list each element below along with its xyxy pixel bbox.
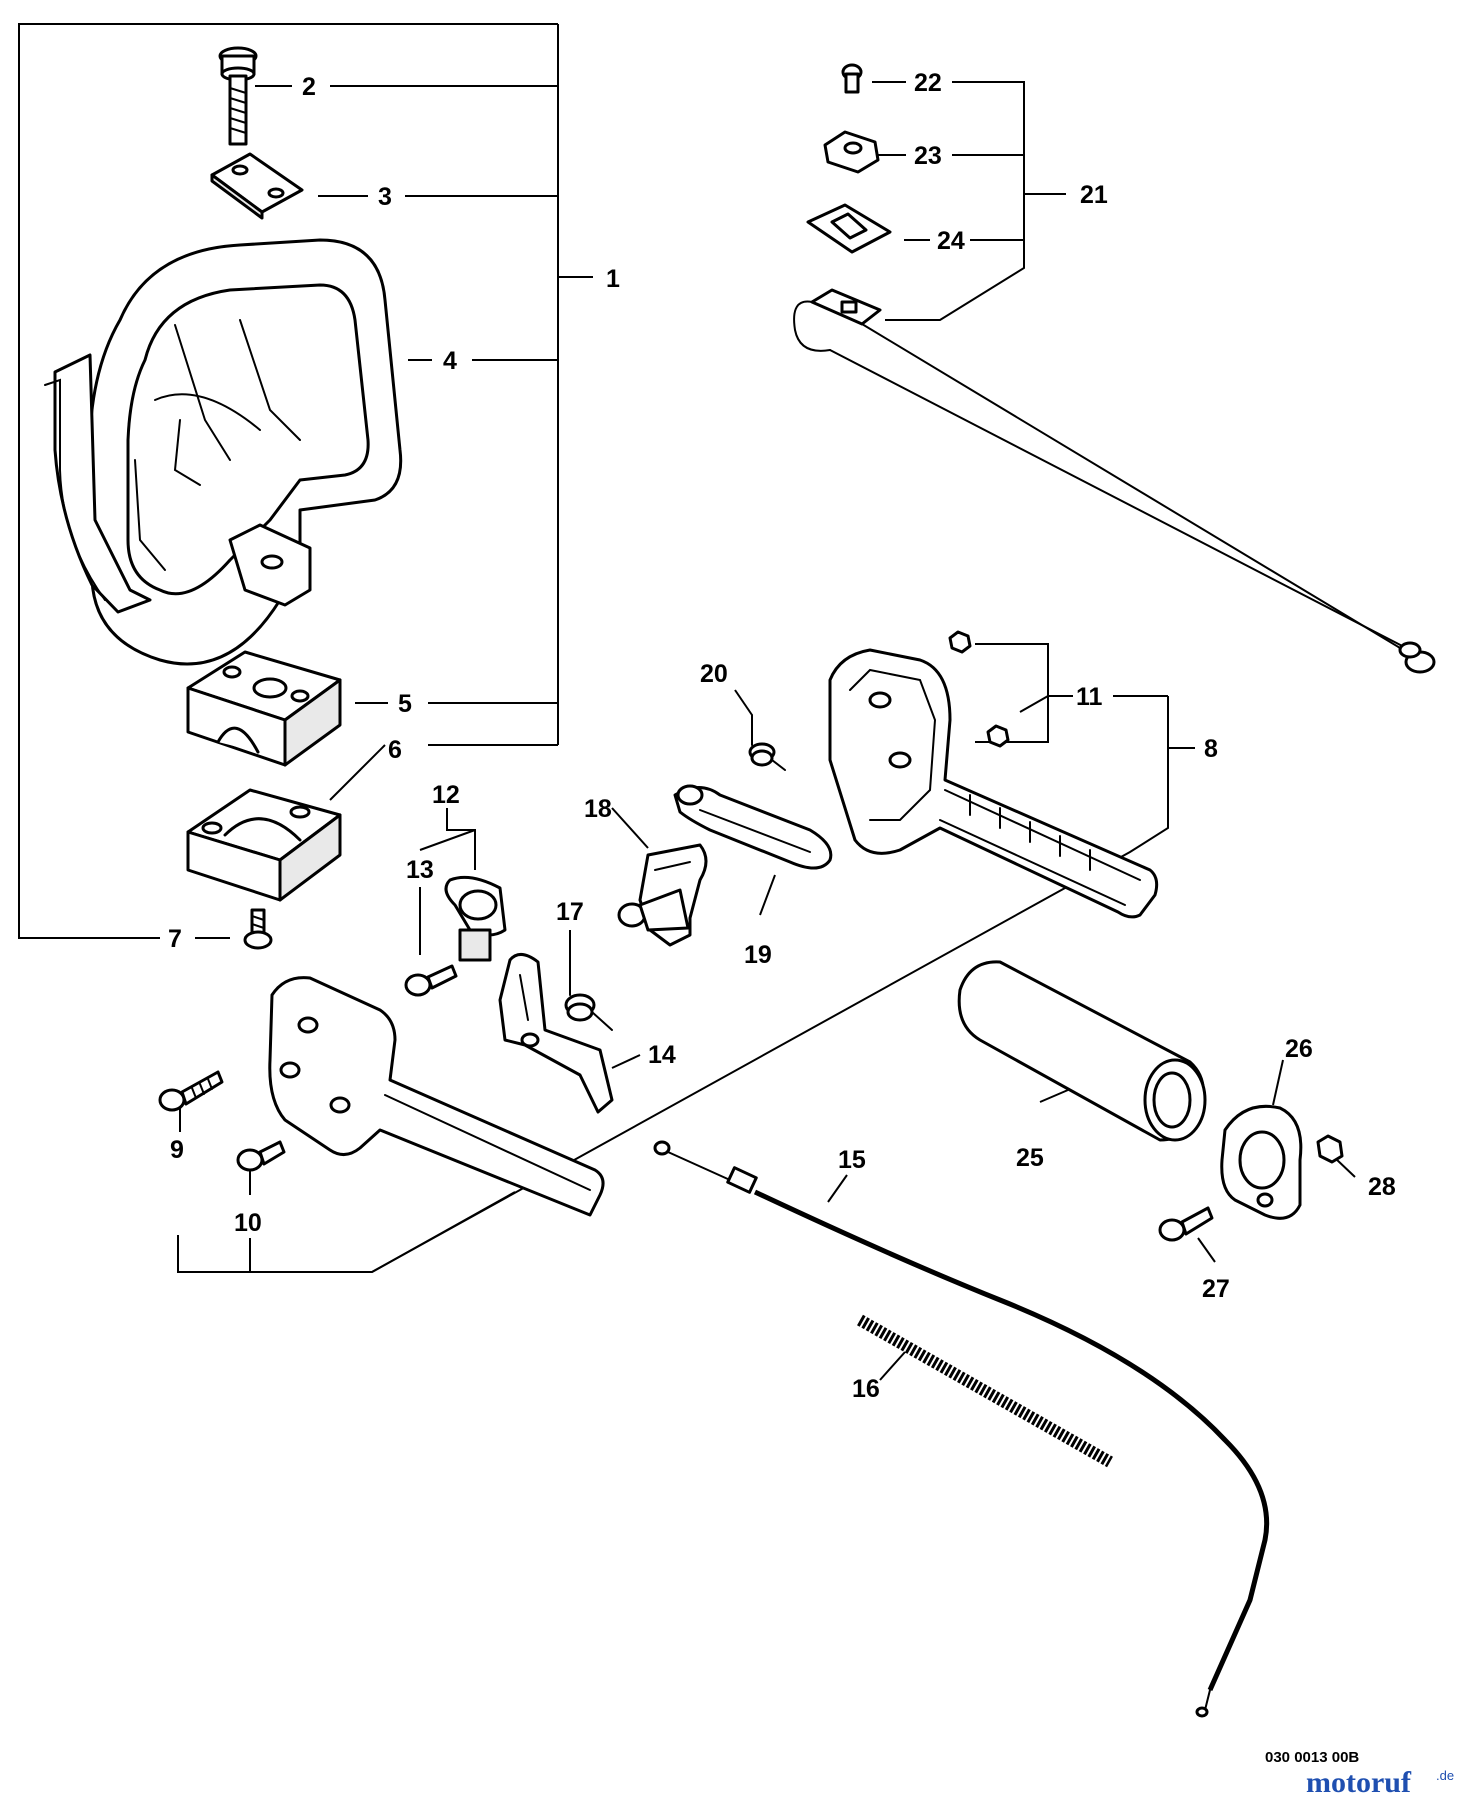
screw-part-22	[841, 63, 863, 94]
gasket-part-24	[806, 203, 892, 254]
front-handle-part-4	[44, 238, 403, 666]
trigger-part-14	[498, 953, 614, 1114]
callout-28: 28	[1368, 1173, 1396, 1201]
spring-part-20	[748, 714, 786, 771]
callout-10: 10	[234, 1209, 262, 1237]
callout-4: 4	[443, 347, 457, 375]
lever-part-19	[673, 784, 833, 870]
callout-13: 13	[406, 856, 434, 884]
callout-5: 5	[398, 690, 412, 718]
callout-22: 22	[914, 69, 942, 97]
ring-part-26	[1220, 1104, 1303, 1220]
callout-26: 26	[1285, 1035, 1313, 1063]
lockout-part-18	[617, 843, 708, 947]
bolt-part-2	[218, 46, 258, 146]
watermark-tld: .de	[1436, 1768, 1454, 1783]
callout-8: 8	[1204, 735, 1218, 763]
callout-25: 25	[1016, 1144, 1044, 1172]
bolt-part-7	[243, 908, 273, 950]
plate-part-3	[210, 152, 304, 220]
callout-3: 3	[378, 183, 392, 211]
callout-15: 15	[838, 1146, 866, 1174]
watermark-logo: motoruf .de	[1306, 1766, 1454, 1799]
switch-cover-part-23	[823, 130, 880, 174]
callout-7: 7	[168, 925, 182, 953]
bolt-part-13	[404, 964, 458, 997]
coil-spring-part-16	[857, 1314, 1113, 1468]
callout-21: 21	[1080, 181, 1108, 209]
rear-handle-part-8	[828, 648, 1159, 919]
callout-12: 12	[432, 781, 460, 809]
callout-17: 17	[556, 898, 584, 926]
bolt-part-10	[236, 1140, 286, 1172]
clamp-upper-part-5	[186, 650, 342, 767]
callout-16: 16	[852, 1375, 880, 1403]
clamp-lower-part-6	[186, 788, 342, 902]
grip-part-25	[957, 960, 1207, 1142]
callout-24: 24	[937, 227, 965, 255]
callout-1: 1	[606, 265, 620, 293]
callout-labels: 1 2 3 4 5 6 7 8 9 10 11 12 13 14 15 16 1…	[168, 69, 1396, 1403]
drawing-code: 030 0013 00B	[1265, 1749, 1359, 1766]
watermark-brand: motoruf	[1306, 1766, 1412, 1799]
switch-wire-part-21	[793, 288, 1436, 674]
bolt-part-9	[158, 1070, 224, 1112]
callout-14: 14	[648, 1041, 676, 1069]
throttle-cable-part-15	[653, 1140, 1270, 1718]
leader-lines	[18, 23, 1356, 1381]
callout-23: 23	[914, 142, 942, 170]
callout-2: 2	[302, 73, 316, 101]
callout-19: 19	[744, 941, 772, 969]
nut-part-28	[1316, 1134, 1344, 1164]
callout-6: 6	[388, 736, 402, 764]
handle-base-part-9-10	[268, 976, 605, 1217]
callout-9: 9	[170, 1136, 184, 1164]
spring-part-17	[564, 954, 613, 1031]
nut-part-11	[948, 630, 1010, 748]
callout-27: 27	[1202, 1275, 1230, 1303]
callout-18: 18	[584, 795, 612, 823]
clip-part-12	[444, 875, 507, 962]
callout-11: 11	[1076, 683, 1103, 711]
bolt-part-27	[1158, 1206, 1214, 1242]
callout-20: 20	[700, 660, 728, 688]
